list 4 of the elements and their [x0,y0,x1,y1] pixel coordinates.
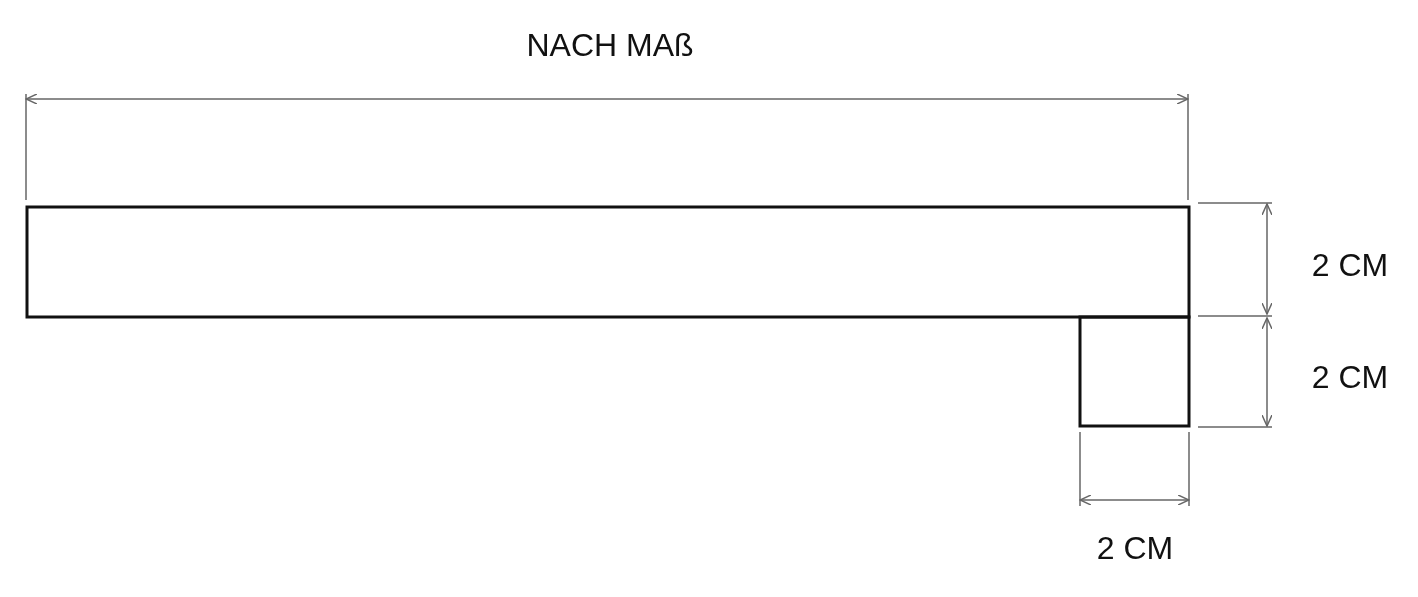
dimension-label: 2 CM [1311,361,1389,393]
dimension-label: NACH MAß [526,29,694,61]
dimension-label: 2 CM [1096,532,1174,564]
dimension-label: 2 CM [1311,249,1389,281]
